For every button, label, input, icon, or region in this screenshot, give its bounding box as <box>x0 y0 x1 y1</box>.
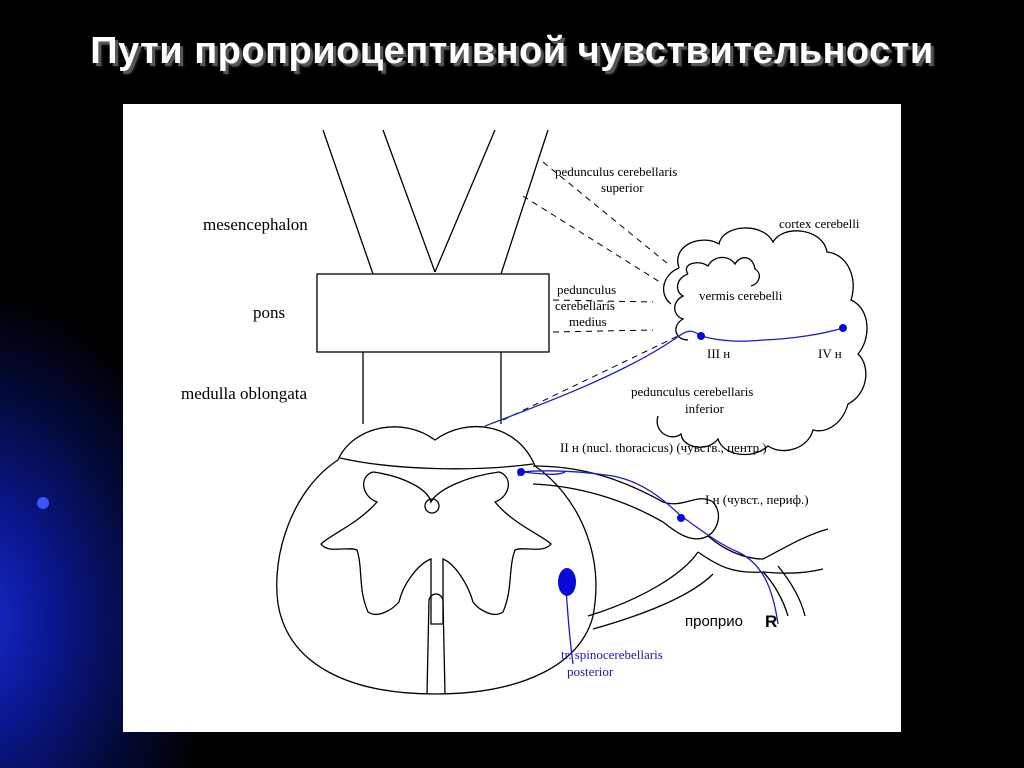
label-ped-inferior-2: inferior <box>685 401 725 416</box>
mesencephalon-shape <box>322 129 549 275</box>
tract-spinocerebellar-posterior-marker <box>558 568 576 596</box>
proprioception-diagram: mesencephalon pons medulla oblongata ped… <box>181 129 868 695</box>
spinal-cord-outline <box>276 426 597 695</box>
label-tract-1: tr. spinocerebellaris <box>561 647 663 662</box>
neuron-3-body <box>697 332 705 340</box>
decorative-dot <box>37 497 49 509</box>
label-ped-medius-3: medius <box>569 314 607 329</box>
label-medulla: medulla oblongata <box>181 384 308 403</box>
neuron-1-body <box>677 514 685 522</box>
pons-box <box>316 273 550 353</box>
label-neuron-4: IV н <box>818 346 842 361</box>
slide-title: Пути проприоцептивной чувствительности <box>90 30 934 72</box>
dorsal-boundary <box>339 457 534 470</box>
label-neuron-1: I н (чувст., периф.) <box>705 492 809 507</box>
label-ped-medius-1: pedunculus <box>557 282 616 297</box>
label-ped-medius-2: cerebellaris <box>555 298 615 313</box>
label-mesencephalon: mesencephalon <box>203 215 308 234</box>
label-neuron-3: III н <box>707 346 730 361</box>
label-ped-inferior-1: pedunculus cerebellaris <box>631 384 753 399</box>
label-ped-superior-1: pedunculus cerebellaris <box>555 164 677 179</box>
label-ped-superior-2: superior <box>601 180 644 195</box>
spinal-nerve-outline <box>532 465 829 630</box>
neuron-4-body <box>839 324 847 332</box>
neuron-2-body <box>517 468 525 476</box>
diagram-panel: mesencephalon pons medulla oblongata ped… <box>123 104 901 732</box>
label-receptor: R <box>765 612 777 631</box>
label-tract-2: posterior <box>567 664 614 679</box>
label-neuron-2: II н (nucl. thoracicus) (чувств., центр.… <box>560 440 767 455</box>
label-proprio: проприо <box>685 613 743 630</box>
peduncle-dashes <box>502 161 679 421</box>
label-cortex-cerebelli: cortex cerebelli <box>779 216 860 231</box>
grey-matter <box>320 471 552 625</box>
label-vermis-cerebelli: vermis cerebelli <box>699 288 783 303</box>
anterior-fissure <box>426 593 446 695</box>
label-pons: pons <box>253 303 285 322</box>
cerebellum-cortex <box>656 227 868 456</box>
central-canal <box>424 498 440 514</box>
vermis-outline <box>674 256 761 341</box>
medulla-shape <box>362 352 502 424</box>
